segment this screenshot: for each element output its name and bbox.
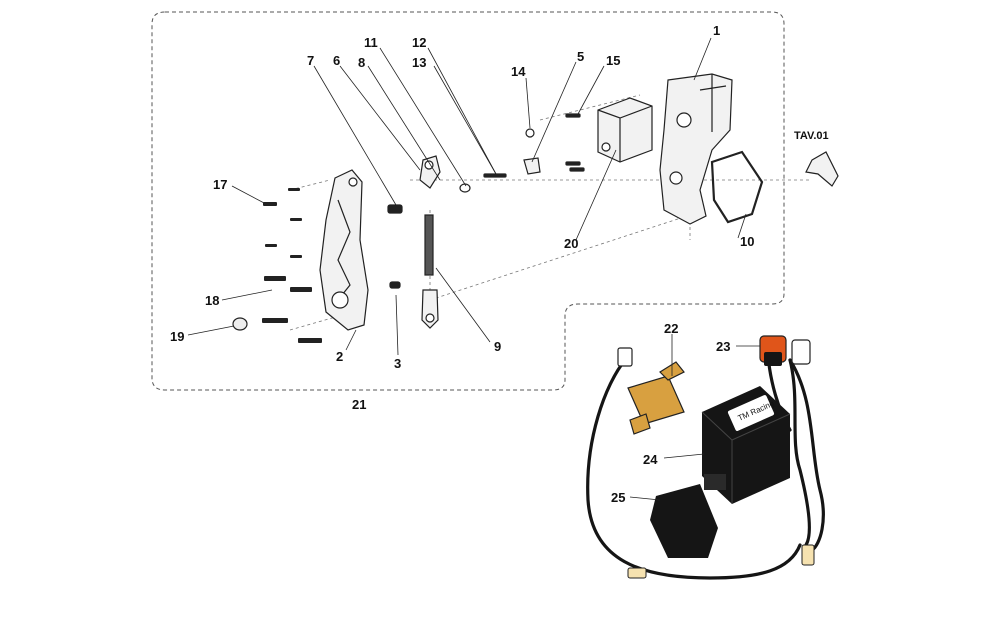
callout-7: 7 bbox=[307, 53, 315, 68]
terminal-bottom bbox=[627, 567, 647, 579]
left-screws bbox=[262, 188, 322, 343]
callout-15: 15 bbox=[606, 53, 621, 68]
callout-8: 8 bbox=[358, 55, 366, 70]
washer-19 bbox=[232, 317, 248, 331]
terminal-right bbox=[801, 544, 815, 566]
cover-25 bbox=[650, 484, 718, 558]
callout-18: 18 bbox=[205, 293, 220, 308]
callout-2: 2 bbox=[336, 349, 344, 364]
tav01-bracket bbox=[805, 151, 839, 187]
connector-white-left bbox=[617, 347, 633, 367]
connector-23 bbox=[759, 335, 811, 366]
assembly-21-outline bbox=[151, 11, 785, 391]
callout-24: 24 bbox=[643, 452, 658, 467]
left-cover-part bbox=[319, 169, 369, 331]
leader-lines bbox=[187, 37, 760, 501]
callout-10: 10 bbox=[740, 234, 755, 249]
callout-17: 17 bbox=[213, 177, 228, 192]
callout-22: 22 bbox=[664, 321, 679, 336]
gasket-10 bbox=[710, 150, 764, 224]
ecu-24 bbox=[701, 386, 791, 504]
tav01-reference-label: TAV.01 bbox=[794, 130, 829, 142]
callout-13: 13 bbox=[412, 55, 427, 70]
callout-3: 3 bbox=[394, 356, 402, 371]
bracket-22 bbox=[627, 361, 685, 435]
callout-1: 1 bbox=[713, 23, 721, 38]
callout-19: 19 bbox=[170, 329, 185, 344]
callout-6: 6 bbox=[333, 53, 341, 68]
callout-23: 23 bbox=[716, 339, 731, 354]
callout-11: 11 bbox=[364, 35, 378, 50]
main-cover-1 bbox=[659, 73, 733, 225]
callout-5: 5 bbox=[577, 49, 585, 64]
callout-9: 9 bbox=[494, 339, 502, 354]
callout-25: 25 bbox=[611, 490, 626, 505]
callout-21: 21 bbox=[352, 397, 367, 412]
linkage-parts bbox=[387, 113, 585, 329]
callout-20: 20 bbox=[564, 236, 579, 251]
callout-12: 12 bbox=[412, 35, 427, 50]
sensor-box-20 bbox=[597, 97, 653, 163]
callout-14: 14 bbox=[511, 64, 526, 79]
